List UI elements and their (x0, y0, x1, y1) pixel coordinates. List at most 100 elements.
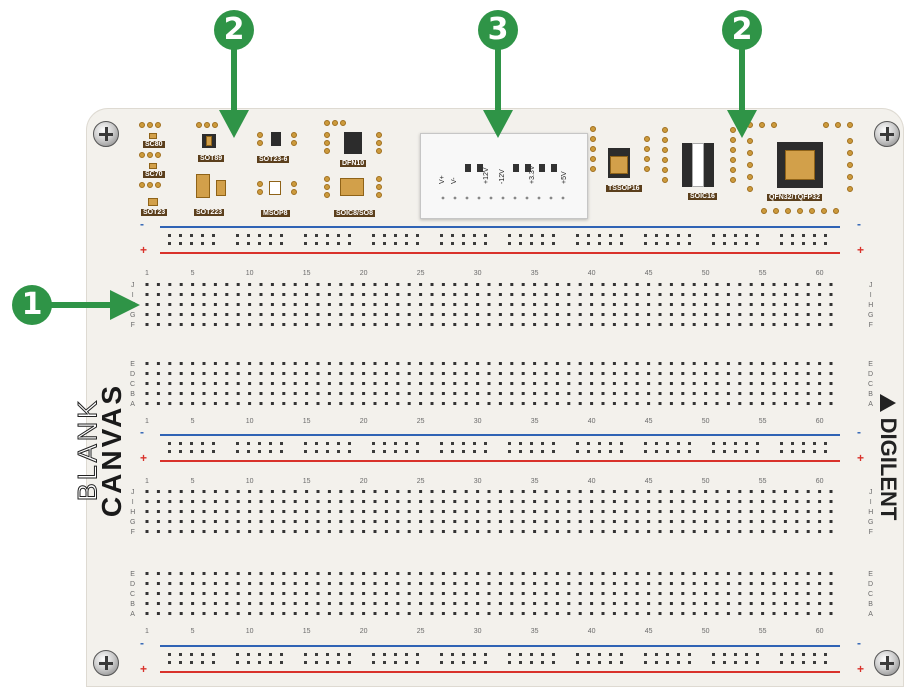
rail-hole[interactable] (190, 661, 193, 664)
tie-point-hole[interactable] (441, 303, 445, 306)
tie-point-hole[interactable] (590, 592, 594, 595)
tie-point-hole[interactable] (168, 530, 172, 533)
tie-point-hole[interactable] (624, 382, 628, 385)
rail-hole[interactable] (813, 661, 816, 664)
tie-point-hole[interactable] (578, 510, 582, 513)
tie-point-hole[interactable] (362, 402, 366, 405)
tie-point-hole[interactable] (498, 382, 502, 385)
tie-point-hole[interactable] (533, 582, 537, 585)
tie-point-hole[interactable] (202, 500, 206, 503)
tie-point-hole[interactable] (692, 303, 696, 306)
tie-point-hole[interactable] (316, 520, 320, 523)
tie-point-hole[interactable] (191, 490, 195, 493)
rail-hole[interactable] (655, 653, 658, 656)
tie-point-hole[interactable] (441, 362, 445, 365)
tie-point-hole[interactable] (533, 382, 537, 385)
tie-point-hole[interactable] (749, 293, 753, 296)
tie-point-hole[interactable] (510, 572, 514, 575)
tie-point-hole[interactable] (293, 530, 297, 533)
rail-hole[interactable] (337, 661, 340, 664)
tie-point-hole[interactable] (282, 602, 286, 605)
tie-point-hole[interactable] (578, 293, 582, 296)
tie-point-hole[interactable] (145, 592, 149, 595)
tie-point-hole[interactable] (578, 602, 582, 605)
tie-point-hole[interactable] (213, 520, 217, 523)
rail-hole[interactable] (462, 450, 465, 453)
rail-hole[interactable] (598, 661, 601, 664)
rail-hole[interactable] (473, 442, 476, 445)
tie-point-hole[interactable] (578, 592, 582, 595)
tie-point-hole[interactable] (419, 520, 423, 523)
tie-point-hole[interactable] (225, 602, 229, 605)
rail-hole[interactable] (756, 450, 759, 453)
tie-point-hole[interactable] (624, 612, 628, 615)
rail-hole[interactable] (462, 661, 465, 664)
rail-hole[interactable] (530, 442, 533, 445)
tie-point-hole[interactable] (749, 572, 753, 575)
rail-hole[interactable] (383, 653, 386, 656)
tie-point-hole[interactable] (259, 602, 263, 605)
tie-point-hole[interactable] (202, 283, 206, 286)
tie-point-hole[interactable] (213, 392, 217, 395)
rail-hole[interactable] (813, 234, 816, 237)
tie-point-hole[interactable] (590, 313, 594, 316)
tie-point-hole[interactable] (658, 313, 662, 316)
tie-point-hole[interactable] (795, 382, 799, 385)
tie-point-hole[interactable] (624, 402, 628, 405)
rail-hole[interactable] (824, 234, 827, 237)
tie-point-hole[interactable] (681, 500, 685, 503)
tie-point-hole[interactable] (487, 530, 491, 533)
tie-point-hole[interactable] (236, 392, 240, 395)
tie-point-hole[interactable] (430, 303, 434, 306)
rail-hole[interactable] (576, 242, 579, 245)
tie-point-hole[interactable] (316, 582, 320, 585)
tie-point-hole[interactable] (749, 592, 753, 595)
tie-point-hole[interactable] (624, 530, 628, 533)
tie-point-hole[interactable] (339, 572, 343, 575)
tie-point-hole[interactable] (544, 283, 548, 286)
tie-point-hole[interactable] (510, 592, 514, 595)
tie-point-hole[interactable] (339, 293, 343, 296)
rail-hole[interactable] (258, 661, 261, 664)
tie-point-hole[interactable] (612, 592, 616, 595)
tie-point-hole[interactable] (339, 592, 343, 595)
tie-point-hole[interactable] (476, 392, 480, 395)
tie-point-hole[interactable] (339, 520, 343, 523)
tie-point-hole[interactable] (430, 313, 434, 316)
rail-hole[interactable] (780, 234, 783, 237)
tie-point-hole[interactable] (772, 382, 776, 385)
tie-point-hole[interactable] (350, 323, 354, 326)
tie-point-hole[interactable] (772, 313, 776, 316)
rail-hole[interactable] (416, 234, 419, 237)
rail-hole[interactable] (372, 661, 375, 664)
rail-hole[interactable] (168, 442, 171, 445)
tie-point-hole[interactable] (476, 372, 480, 375)
tie-point-hole[interactable] (179, 382, 183, 385)
tie-point-hole[interactable] (168, 392, 172, 395)
tie-point-hole[interactable] (669, 490, 673, 493)
tie-point-hole[interactable] (510, 602, 514, 605)
tie-point-hole[interactable] (555, 402, 559, 405)
rail-hole[interactable] (168, 234, 171, 237)
rail-hole[interactable] (756, 442, 759, 445)
rail-hole[interactable] (802, 234, 805, 237)
tie-point-hole[interactable] (772, 592, 776, 595)
tie-point-hole[interactable] (806, 500, 810, 503)
rail-hole[interactable] (179, 442, 182, 445)
rail-hole[interactable] (190, 242, 193, 245)
tie-point-hole[interactable] (704, 582, 708, 585)
tie-point-hole[interactable] (590, 602, 594, 605)
tie-point-hole[interactable] (453, 402, 457, 405)
tie-point-hole[interactable] (248, 520, 252, 523)
tie-point-hole[interactable] (145, 530, 149, 533)
rail-hole[interactable] (212, 450, 215, 453)
rail-hole[interactable] (576, 442, 579, 445)
tie-point-hole[interactable] (829, 500, 833, 503)
rail-hole[interactable] (745, 661, 748, 664)
tie-point-hole[interactable] (168, 572, 172, 575)
tie-point-hole[interactable] (327, 323, 331, 326)
tie-point-hole[interactable] (464, 382, 468, 385)
tie-point-hole[interactable] (749, 303, 753, 306)
tie-point-hole[interactable] (635, 402, 639, 405)
tie-point-hole[interactable] (236, 303, 240, 306)
